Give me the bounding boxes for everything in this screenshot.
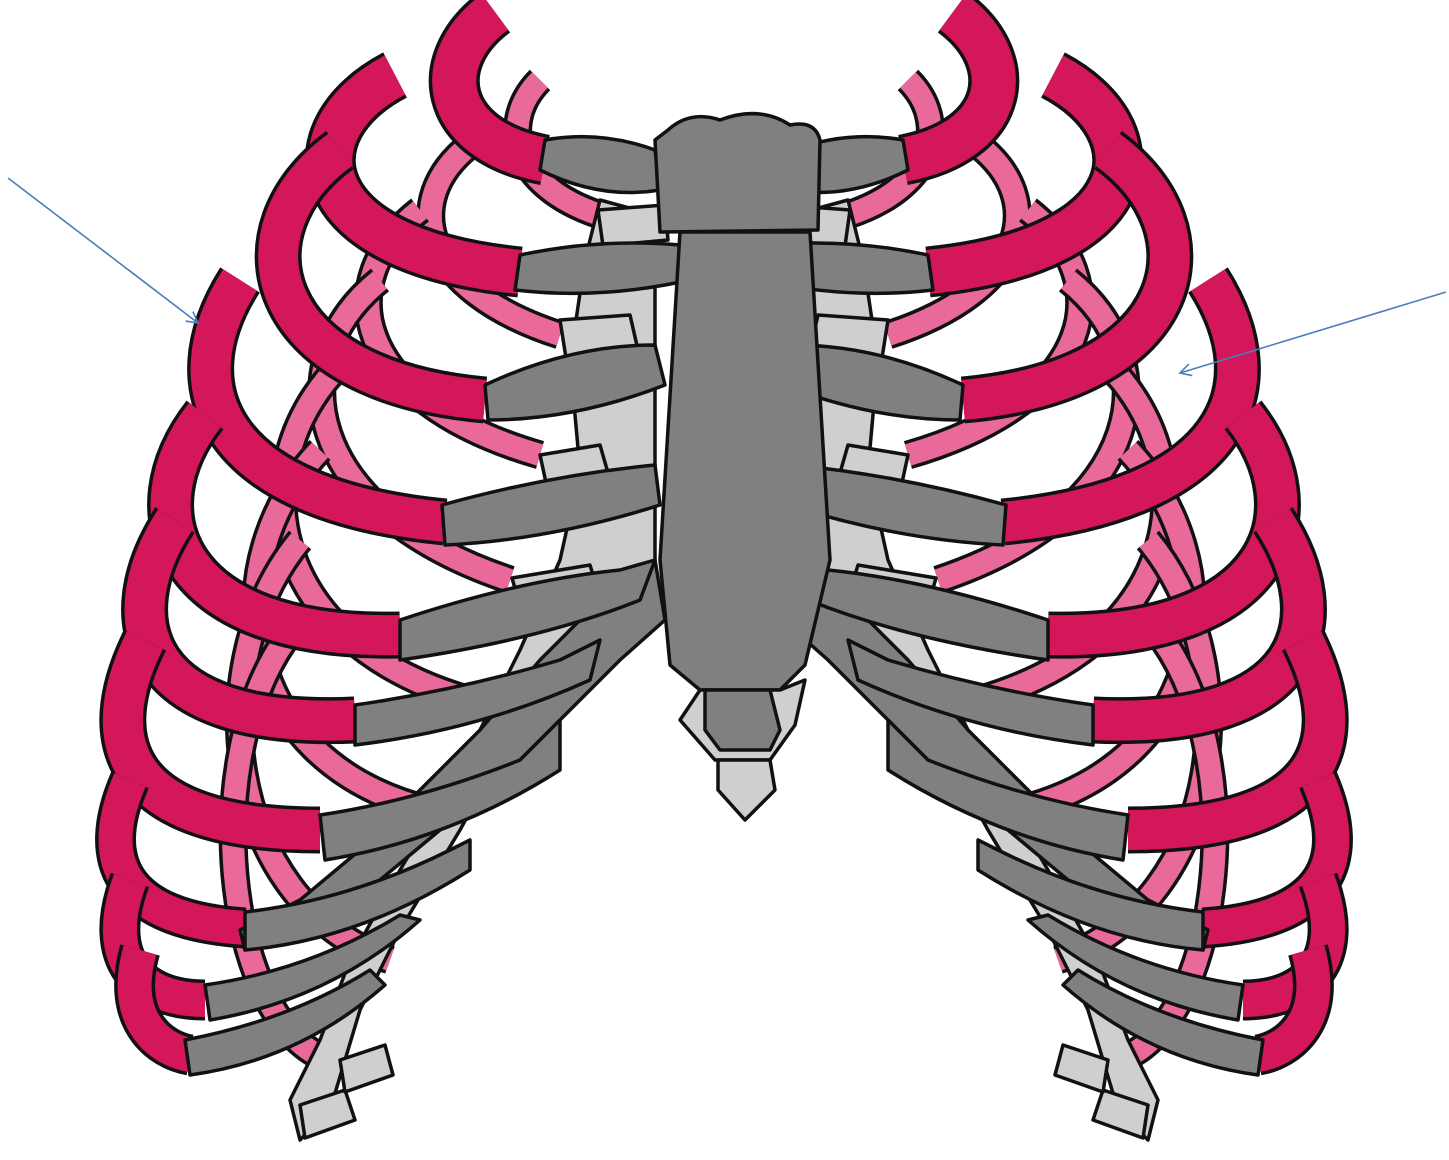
anterior-rib-left-2 — [330, 75, 520, 272]
xiphoid-inner — [705, 690, 780, 750]
anterior-rib-right-2 — [928, 75, 1118, 272]
sternum — [655, 114, 830, 820]
costal-cartilage-left-2 — [515, 243, 690, 293]
manubrium — [655, 114, 820, 232]
sternum-body — [660, 232, 830, 690]
left-pointer-arrow — [8, 178, 198, 323]
xiphoid-process — [718, 760, 775, 820]
